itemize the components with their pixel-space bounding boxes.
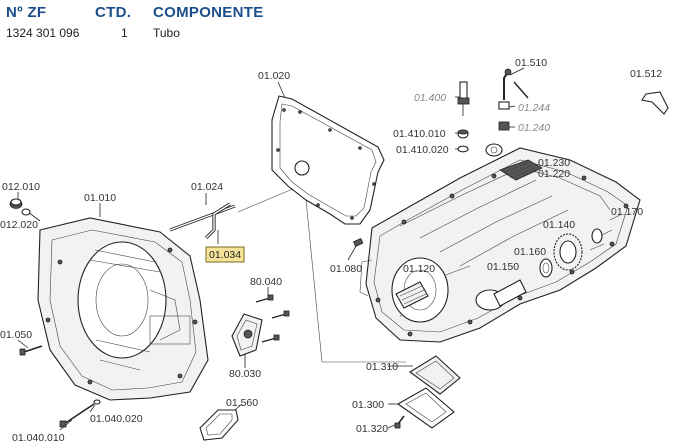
washer-01040020 (93, 399, 101, 405)
highlight-box (205, 246, 245, 263)
gasket-01020 (271, 95, 385, 225)
tube-01034 (204, 202, 231, 240)
label-01560: 01.560 (226, 397, 258, 409)
label-01120: 01.120 (403, 263, 435, 275)
label-01410020: 01.410.020 (396, 144, 449, 156)
sensor-01400 (457, 81, 470, 116)
label-01410010: 01.410.010 (393, 128, 446, 140)
bolt-01040010 (59, 403, 95, 428)
quantity-value: 1 (121, 26, 128, 40)
bolts-80040 (255, 294, 290, 343)
gasket-01300 (396, 387, 455, 429)
part-labels: 01.020 01.510 01.512 01.400 01.244 01.24… (0, 57, 662, 444)
label-01024: 01.024 (191, 181, 223, 193)
fitting-01240 (498, 121, 510, 131)
clip-01512 (641, 91, 669, 115)
label-01170: 01.170 (611, 206, 643, 218)
label-01240: 01.240 (518, 122, 550, 134)
label-01080: 01.080 (330, 263, 362, 275)
column-header-zf-number: Nº ZF (6, 4, 47, 21)
label-012020: 012.020 (0, 219, 38, 231)
gear-01140 (553, 233, 583, 271)
label-01320: 01.320 (356, 423, 388, 435)
clutch-housing-01010 (37, 217, 209, 401)
label-01034: 01.034 (209, 249, 241, 261)
label-80040: 80.040 (250, 276, 282, 288)
component-value: Tubo (153, 26, 180, 40)
filter-01120 (395, 281, 429, 309)
gasket-01560 (199, 409, 239, 441)
plug-012010 (9, 198, 23, 209)
seal-ring-012020 (21, 208, 31, 216)
label-01400: 01.400 (414, 92, 446, 104)
label-01220: 01.220 (538, 168, 570, 180)
cover-01310 (409, 355, 461, 395)
label-01040010: 01.040.010 (12, 432, 65, 444)
label-01310: 01.310 (366, 361, 398, 373)
rod-01024 (169, 204, 236, 232)
breather-01510 (503, 68, 529, 100)
label-01160: 01.160 (514, 246, 546, 258)
label-012010: 012.010 (2, 181, 40, 193)
snap-ring-01170 (591, 228, 603, 244)
fitting-01244 (498, 101, 510, 110)
label-01512: 01.512 (630, 68, 662, 80)
highlighted-part-01034: 01.034 (205, 246, 245, 263)
plug-01410010 (457, 129, 469, 139)
label-01140: 01.140 (543, 219, 575, 231)
label-01050: 01.050 (0, 329, 32, 341)
bolt-01050 (19, 345, 43, 356)
shaft-01150 (493, 279, 527, 307)
zf-number-value: 1324 301 096 (6, 26, 80, 40)
seal-01410020 (457, 145, 469, 153)
label-01020: 01.020 (258, 70, 290, 82)
label-01230: 01.230 (538, 157, 570, 169)
ring-01160 (539, 258, 553, 278)
label-01150: 01.150 (487, 261, 519, 273)
label-80030: 80.030 (229, 368, 261, 380)
bolt-01320 (394, 415, 405, 429)
column-header-quantity: CTD. (95, 4, 132, 21)
label-01300: 01.300 (352, 399, 384, 411)
label-01244: 01.244 (518, 102, 550, 114)
pin-01080 (352, 237, 364, 247)
cover-80030 (231, 313, 263, 357)
label-01010: 01.010 (84, 192, 116, 204)
label-01040020: 01.040.020 (90, 413, 143, 425)
column-header-component: COMPONENTE (153, 4, 264, 21)
label-01510: 01.510 (515, 57, 547, 69)
